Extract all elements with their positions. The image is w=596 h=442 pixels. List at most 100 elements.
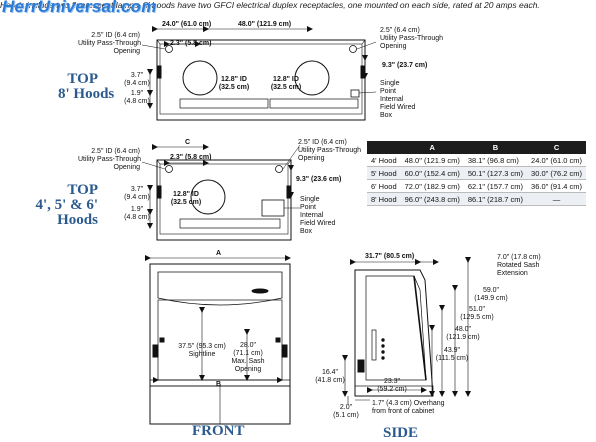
label-line: 2.5" (6.4 cm) [380,27,420,34]
top8-title-line2: 8' Hoods [58,86,115,102]
label-line: 51.0" [468,306,486,313]
top4-dim-37: 3.7" (9.4 cm) [124,186,150,202]
label-line: from front of cabinet [372,408,435,415]
label-line: Rotated Sash [497,262,540,269]
label-line: (71.1 cm) [233,350,263,357]
label-line: Single [300,196,320,203]
table-cell: 30.0" (76.2 cm) [527,166,587,180]
top4-dim-93: 9.3" (23.6 cm) [296,176,342,183]
label-line: 12.8" ID [273,76,299,83]
side-dim-590: 59.0" (149.9 cm) [471,287,511,303]
top8-duct-right [294,60,330,96]
top4-dim-c: C [185,139,191,146]
table-cell: 62.1" (157.7 cm) [463,179,528,193]
front-sightline-label: 37.5" (95.3 cm) Sightline [172,343,232,359]
label-line: (32.5 cm) [170,199,202,206]
top4-utility-left: 2.5" ID (6.4 cm) Utility Pass-Through Op… [78,148,141,172]
table-header-cell: B [463,141,528,154]
dimension-table-grid: A B C 4' Hood 48.0" (121.9 cm) 38.1" (96… [367,141,587,206]
front-sash-label: 28.0" (71.1 cm) Max. Sash Opening [226,342,270,374]
label-line: (149.9 cm) [474,295,508,302]
label-line: Field Wired [300,220,336,227]
label-line: (59.2 cm) [377,386,407,393]
label-line: (111.5 cm) [435,355,469,362]
front-dim-b: B [216,381,222,388]
label-line: 28.0" [239,342,257,349]
label-line: 23.3" [383,378,401,385]
label-line: Box [300,228,313,235]
banner-caption: Hoods include two fluorescent lamps. 8' … [0,0,596,12]
top8-utility-right: 2.5" (6.4 cm) Utility Pass-Through Openi… [380,27,443,51]
label-line: (32.5 cm) [270,84,302,91]
label-line: 2.5" ID (6.4 cm) [91,32,140,39]
top4-dim-23: 2.3" (5.8 cm) [170,154,212,161]
table-header-cell: A [400,141,464,154]
label-line: 37.5" (95.3 cm) [178,343,226,350]
label-line: (129.5 cm) [460,314,494,321]
label-line: (32.5 cm) [218,84,250,91]
label-line: Box [380,112,393,119]
label-line: Opening [113,48,140,55]
front-dim-a: A [216,250,222,257]
table-cell: 36.0" (91.4 cm) [527,179,587,193]
side-dim-20: 2.0" (5.1 cm) [330,404,362,420]
label-line: Point [380,88,396,95]
table-header-cell: C [527,141,587,154]
label-line: (9.4 cm) [124,194,150,201]
label-line: 12.8" ID [173,191,199,198]
label-line: Utility Pass-Through [380,35,444,42]
table-cell: 86.1" (218.7 cm) [463,192,528,206]
side-drawing [342,257,471,404]
label-line: 1.9" [130,90,144,97]
label-line: (9.4 cm) [124,80,150,87]
label-line: 16.4" [321,369,339,376]
top8-drawing [141,26,377,121]
top4-duct [190,179,226,215]
top4-title-line3: Hoods [57,212,98,228]
side-dim-70: 7.0" (17.8 cm) Rotated Sash Extension [497,254,541,278]
watermark-logo: HerrUniversal.com [2,0,157,16]
top8-dim-48: 48.0" (121.9 cm) [238,21,292,28]
top8-duct-left [182,60,218,96]
caption-text: Hoods include two fluorescent lamps. 8' … [0,0,540,10]
label-line: 1.9" [130,206,144,213]
label-line: (41.8 cm) [315,377,345,384]
table-row: 5' Hood 60.0" (152.4 cm) 50.1" (127.3 cm… [367,166,587,180]
top4-drawing [141,144,301,241]
label-line: 43.9" [443,347,461,354]
label-line: Opening [380,43,407,50]
label-line: Internal [300,212,324,219]
top8-title-line1: TOP [67,71,98,87]
table-cell: — [527,192,587,206]
top8-dim-37: 3.7" (9.4 cm) [124,72,150,88]
top8-dim-24: 24.0" (61.0 cm) [162,21,212,28]
table-cell: 5' Hood [367,166,401,180]
side-dim-164: 16.4" (41.8 cm) [314,369,346,385]
top4-title-line1: TOP [67,182,98,198]
side-dim-233: 23.3" (59.2 cm) [372,378,412,394]
table-row: 8' Hood 96.0" (243.8 cm) 86.1" (218.7 cm… [367,192,587,206]
label-line: Opening [298,155,325,162]
table-row: 6' Hood 72.0" (182.9 cm) 62.1" (157.7 cm… [367,179,587,193]
side-dim-480: 48.0" (121.9 cm) [443,326,483,342]
table-cell: 72.0" (182.9 cm) [400,179,464,193]
label-line: 59.0" [482,287,500,294]
label-line: Opening [113,164,140,171]
side-overhang-label: 1.7" (4.3 cm) Overhang from front of cab… [372,400,445,416]
table-row: 4' Hood 48.0" (121.9 cm) 38.1" (96.8 cm)… [367,154,587,167]
top4-title-line2: 4', 5' & 6' [35,197,99,213]
top4-dim-19: 1.9" (4.8 cm) [124,206,150,222]
table-header-cell [367,141,401,154]
label-line: 12.8" ID [221,76,247,83]
table-cell: 24.0" (61.0 cm) [527,154,587,167]
side-dim-439: 43.9" (111.5 cm) [432,347,472,363]
label-line: Field Wired [380,104,416,111]
front-title: FRONT [192,423,245,439]
label-line: 3.7" [130,72,144,79]
table-cell: 6' Hood [367,179,401,193]
label-line: Point [300,204,316,211]
table-cell: 38.1" (96.8 cm) [463,154,528,167]
label-line: Max. Sash [231,358,265,365]
side-dim-317: 31.7" (80.5 cm) [365,253,415,260]
top4-duct-label: 12.8" ID (32.5 cm) [166,191,206,207]
